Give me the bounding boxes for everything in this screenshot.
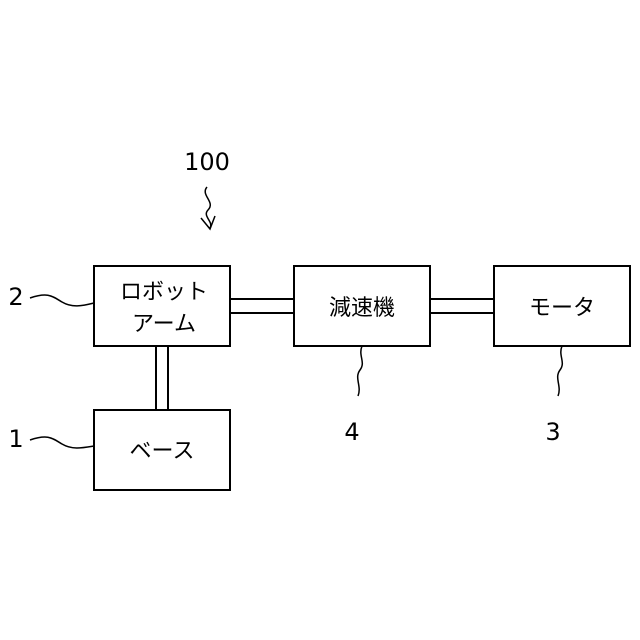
reducer-leader: [358, 346, 363, 396]
robot-arm-leader: [30, 295, 94, 306]
robot-arm-block: ロボット アーム: [94, 266, 230, 346]
robot-arm-label-line2: アーム: [132, 312, 196, 337]
motor-label: モータ: [529, 296, 595, 321]
motor-ref-label: 3: [545, 418, 560, 446]
system-ref-arrow: [205, 187, 211, 228]
robot-arm-label-line1: ロボット: [120, 280, 208, 305]
base-leader: [30, 437, 94, 448]
reducer-label: 減速機: [329, 296, 395, 321]
base-label: ベース: [130, 439, 195, 464]
reducer-ref-label: 4: [344, 418, 359, 446]
base-ref-label: 1: [8, 425, 23, 453]
motor-leader: [558, 346, 563, 396]
reducer-block: 減速機: [294, 266, 430, 346]
base-block: ベース: [94, 410, 230, 490]
robot-arm-ref-label: 2: [8, 283, 23, 311]
motor-block: モータ: [494, 266, 630, 346]
system-ref-label: 100: [184, 148, 230, 176]
